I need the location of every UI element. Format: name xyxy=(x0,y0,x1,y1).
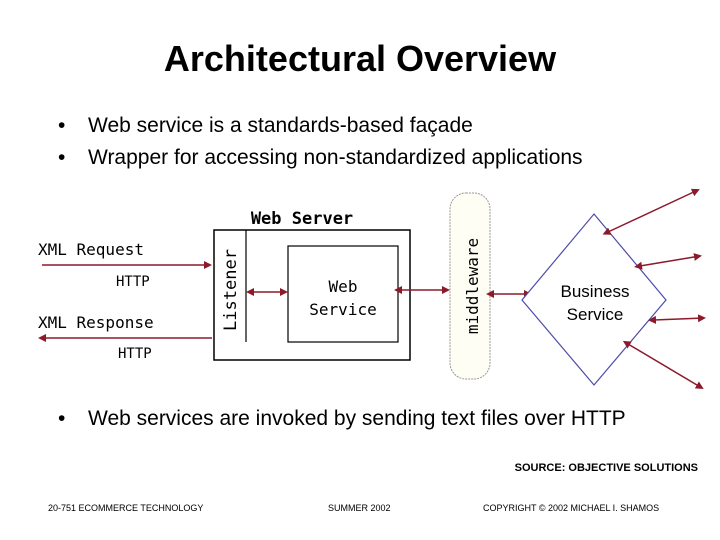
source-credit: SOURCE: OBJECTIVE SOLUTIONS xyxy=(514,462,698,474)
bullet-facade: Web service is a standards-based façade xyxy=(58,110,583,142)
web-service-box xyxy=(287,245,399,343)
middleware-box xyxy=(449,192,491,380)
http-label-2: HTTP xyxy=(118,346,152,362)
external-arrow-2 xyxy=(634,253,702,270)
bottom-bullet-list: Web services are invoked by sending text… xyxy=(58,405,678,433)
http-label-1: HTTP xyxy=(116,274,150,290)
middleware-label: middleware xyxy=(463,238,482,334)
bullet-wrapper: Wrapper for accessing non-standardized a… xyxy=(58,142,583,174)
web-server-label: Web Server xyxy=(251,209,353,229)
footer-course: 20-751 ECOMMERCE TECHNOLOGY xyxy=(48,503,204,513)
xml-response-label: XML Response xyxy=(38,313,154,332)
footer-term: SUMMER 2002 xyxy=(328,503,391,513)
top-bullet-list: Web service is a standards-based façade … xyxy=(58,110,583,174)
bullet-invoked: Web services are invoked by sending text… xyxy=(58,405,678,433)
external-arrow-4 xyxy=(622,340,704,390)
web-service-label-2: Service xyxy=(309,300,376,319)
slide-title: Architectural Overview xyxy=(163,38,557,79)
web-service-label-1: Web xyxy=(329,277,358,296)
business-label-1: Business xyxy=(561,282,630,301)
external-arrow-3 xyxy=(648,314,706,324)
business-label-2: Service xyxy=(567,305,624,324)
footer-copyright: COPYRIGHT © 2002 MICHAEL I. SHAMOS xyxy=(483,503,660,513)
xml-request-label: XML Request xyxy=(38,240,144,259)
listener-label: Listener xyxy=(221,249,241,331)
external-arrow-1 xyxy=(602,188,700,235)
